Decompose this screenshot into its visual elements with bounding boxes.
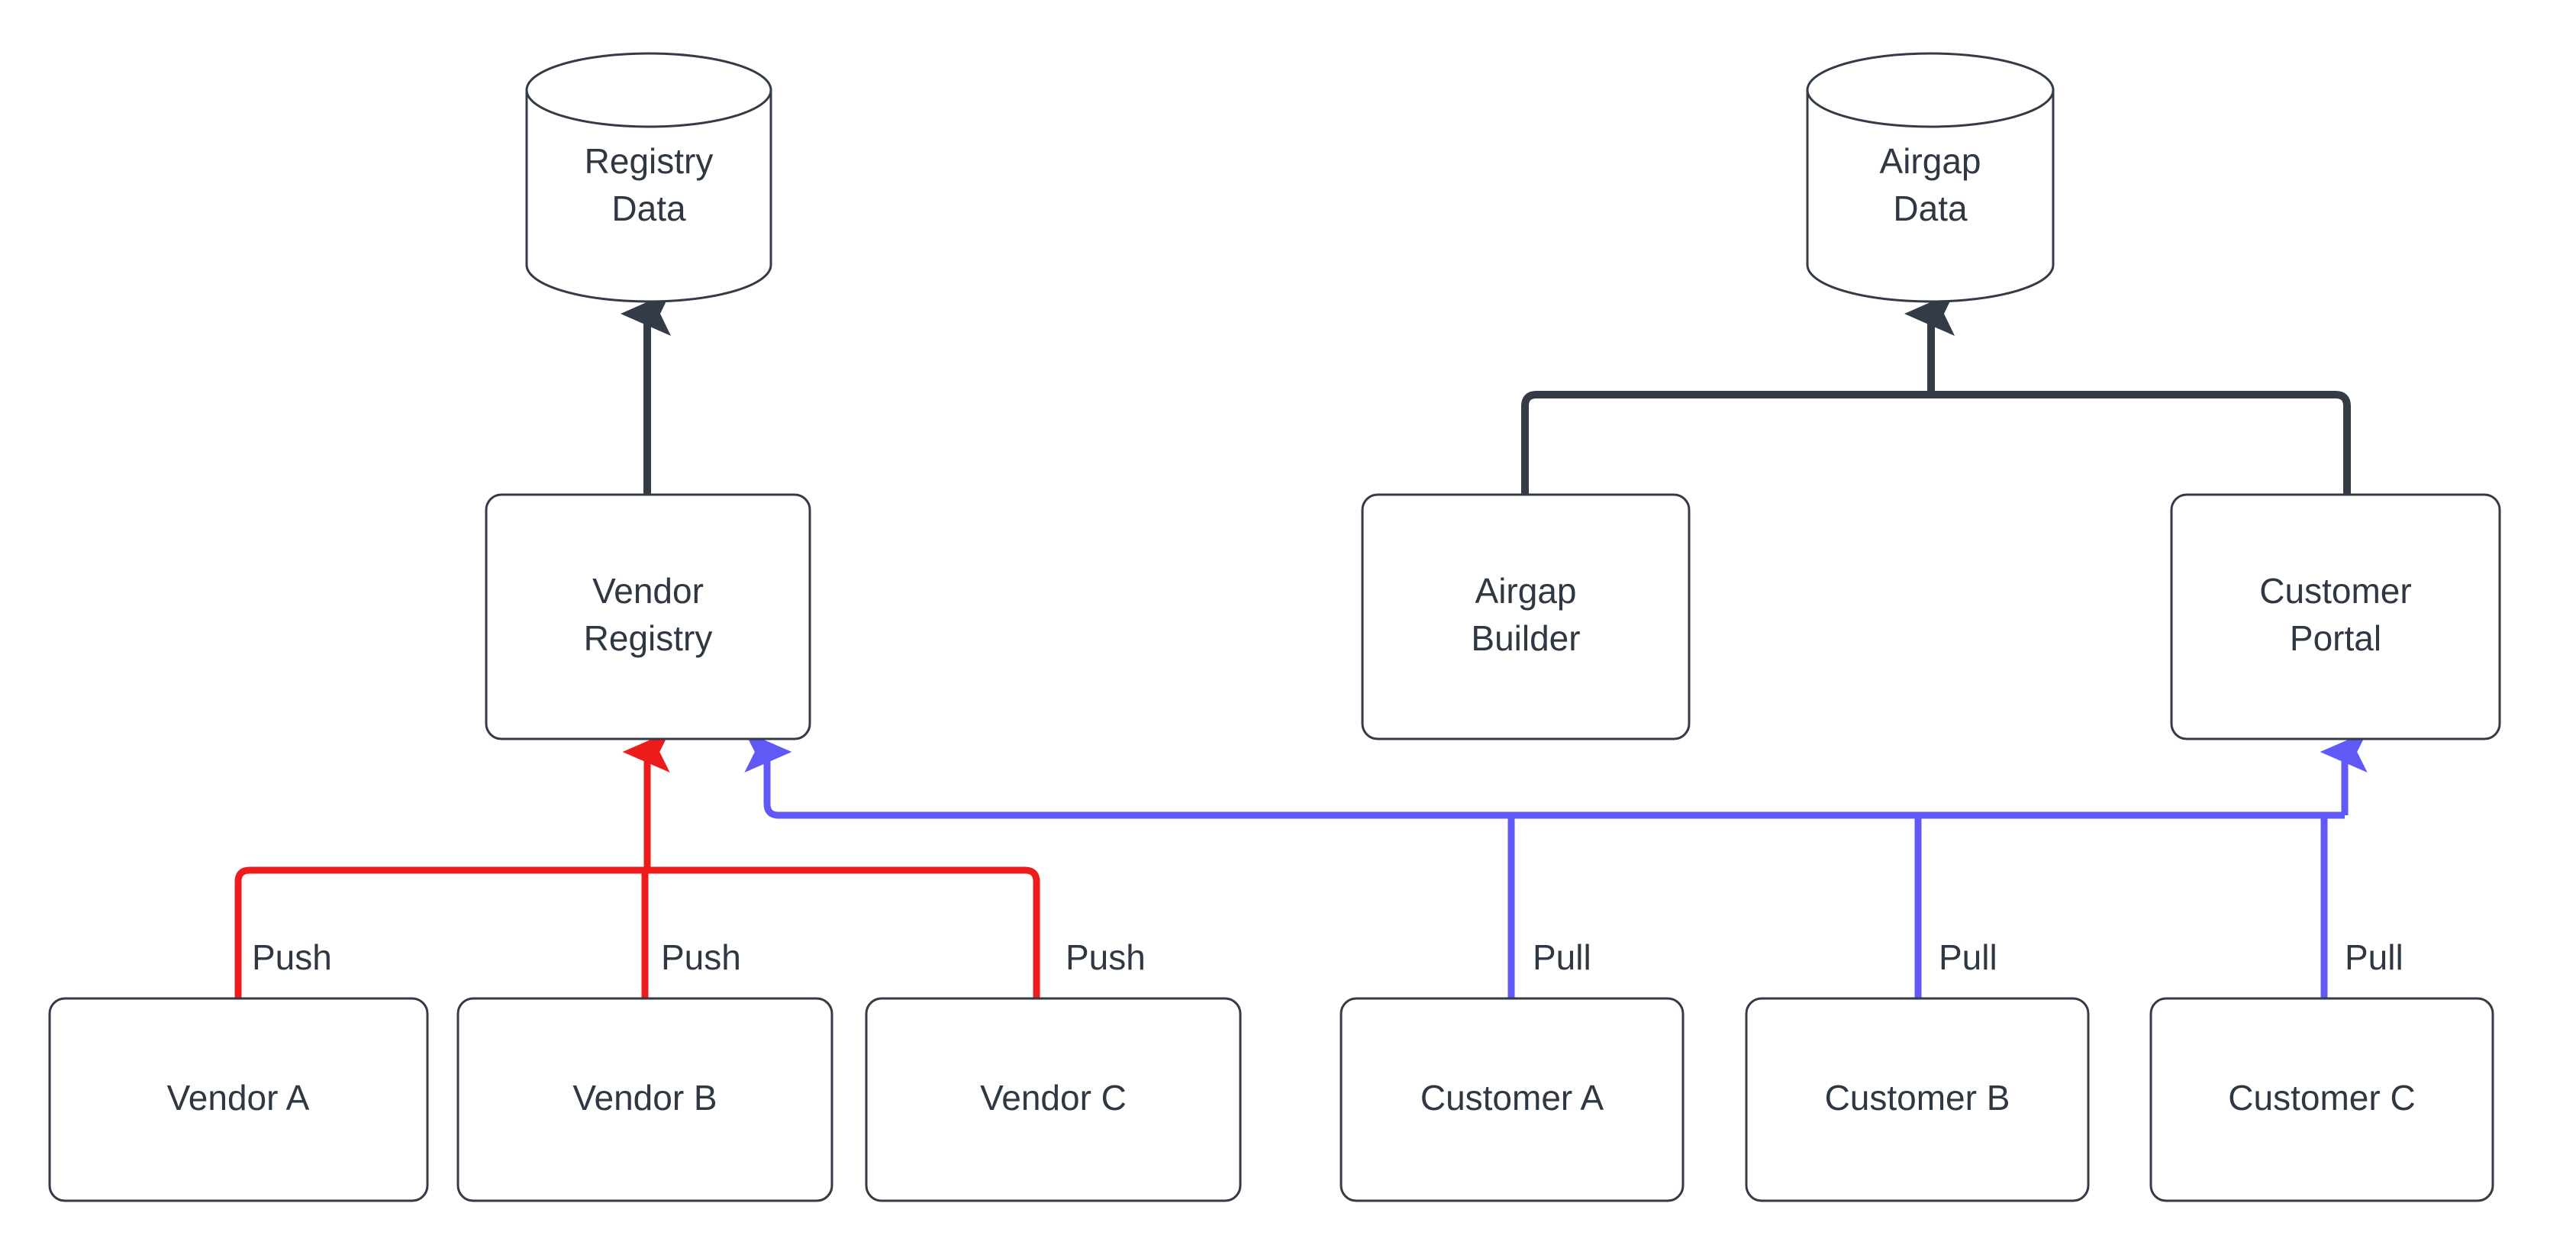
node-vendor-c[interactable]: Vendor C [865, 997, 1242, 1202]
customer-a-label: Customer A [1420, 1078, 1604, 1118]
vendor-registry-label-line1: Vendor [592, 571, 704, 611]
node-vendor-b[interactable]: Vendor B [456, 997, 833, 1202]
vendor-b-label: Vendor B [572, 1078, 717, 1118]
registry-data-label-line2: Data [611, 189, 686, 228]
node-vendor-a[interactable]: Vendor A [48, 997, 429, 1202]
customer-portal-label-line2: Portal [2290, 618, 2381, 658]
node-customer-c[interactable]: Customer C [2149, 997, 2494, 1202]
airgap-builder-box [1361, 493, 1691, 740]
customer-portal-label-line1: Customer [2259, 571, 2411, 611]
edge-label-customer-b-pull: Pull [1939, 937, 1997, 977]
edge-push-bus [234, 866, 1040, 998]
edge-label-customer-a-pull: Pull [1533, 937, 1591, 977]
node-vendor-registry[interactable]: Vendor Registry [485, 493, 811, 740]
airgap-builder-label-line1: Airgap [1475, 571, 1577, 611]
customer-portal-box [2170, 493, 2501, 740]
vendor-registry-label-line2: Registry [584, 618, 713, 658]
node-registry-data[interactable]: Registry Data [525, 52, 772, 303]
customer-c-label: Customer C [2228, 1078, 2415, 1118]
registry-data-label-line1: Registry [585, 141, 714, 181]
node-customer-a[interactable]: Customer A [1340, 997, 1685, 1202]
node-customer-b[interactable]: Customer B [1745, 997, 2090, 1202]
edge-airgap-bracket [1521, 391, 2351, 495]
customer-a-box [1340, 997, 1685, 1202]
customer-b-box [1745, 997, 2090, 1202]
airgap-data-label-line1: Airgap [1880, 141, 1981, 181]
customer-b-label: Customer B [1825, 1078, 2010, 1118]
vendor-registry-box [485, 493, 811, 740]
airgap-builder-label-line2: Builder [1471, 618, 1580, 658]
vendor-c-label: Vendor C [980, 1078, 1127, 1118]
edge-label-vendor-b-push: Push [661, 937, 741, 977]
edge-label-vendor-a-push: Push [252, 937, 332, 977]
airgap-data-label-line2: Data [1893, 189, 1968, 228]
node-airgap-data[interactable]: Airgap Data [1806, 52, 2055, 303]
vendor-b-box [456, 997, 833, 1202]
edge-pull-bus-to-vendor-registry [744, 731, 2345, 819]
registry-data-cylinder-body [525, 89, 772, 303]
edge-label-vendor-c-push: Push [1066, 937, 1146, 977]
customer-c-box [2149, 997, 2494, 1202]
vendor-c-box [865, 997, 1242, 1202]
node-customer-portal[interactable]: Customer Portal [2170, 493, 2501, 740]
airgap-data-cylinder-top [1806, 52, 2055, 128]
edge-label-customer-c-pull: Pull [2345, 937, 2404, 977]
registry-data-cylinder-top [525, 52, 772, 128]
airgap-data-cylinder-body [1806, 89, 2055, 303]
vendor-a-label: Vendor A [167, 1078, 310, 1118]
node-airgap-builder[interactable]: Airgap Builder [1361, 493, 1691, 740]
vendor-a-box [48, 997, 429, 1202]
